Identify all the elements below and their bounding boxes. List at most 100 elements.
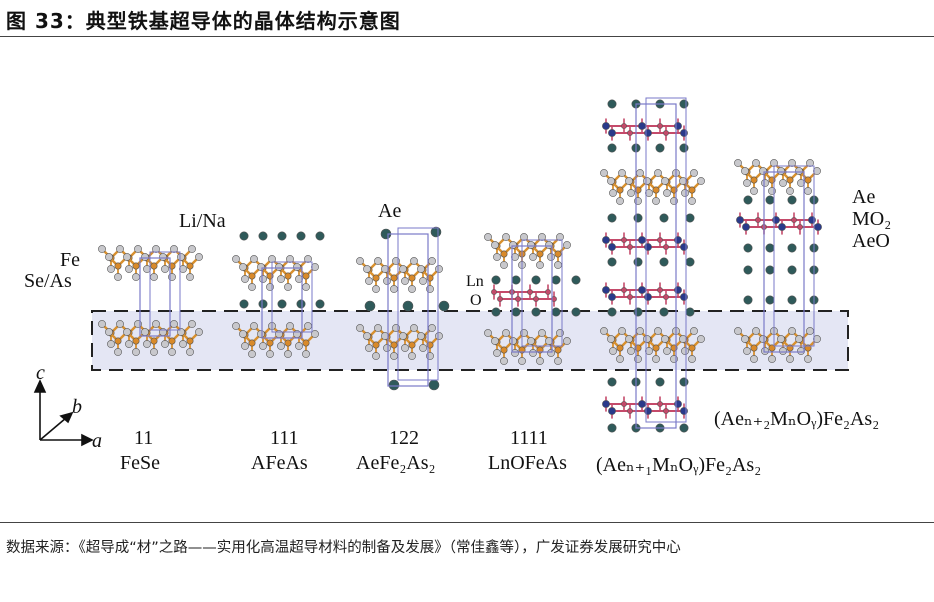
unit-cell-outline — [763, 171, 805, 353]
chalcogen-atom — [295, 342, 303, 350]
chalcogen-atom — [248, 350, 256, 358]
chalcogen-atom — [259, 342, 267, 350]
chalcogen-atom — [509, 241, 517, 249]
chalcogen-atom — [311, 330, 319, 338]
chalcogen-atom — [408, 285, 416, 293]
chalcogen-atom — [365, 344, 373, 352]
chalcogen-atom — [143, 265, 151, 273]
chalcogen-atom — [502, 329, 510, 337]
alkali-atom — [679, 143, 689, 153]
chalcogen-atom — [150, 273, 158, 281]
oxygen-atom — [755, 217, 761, 223]
chalcogen-atom — [250, 322, 258, 330]
oxygen-atom — [657, 123, 663, 129]
chalcogen-atom — [688, 355, 696, 363]
oxygen-atom — [663, 130, 669, 136]
source-note: 数据来源：《超导成“材”之路——实用化高温超导材料的制备及发展》（常佳鑫等），广… — [6, 540, 681, 556]
chalcogen-atom — [107, 265, 115, 273]
chalcogen-atom — [161, 265, 169, 273]
chalcogen-atom — [105, 328, 113, 336]
chalcogen-atom — [188, 245, 196, 253]
chalcogen-atom — [636, 169, 644, 177]
alkali-atom — [787, 243, 797, 253]
chalcogen-atom — [98, 320, 106, 328]
fe-atom — [284, 272, 292, 280]
alkali-atom — [364, 300, 376, 312]
m-atom — [644, 243, 652, 251]
m-atom — [602, 400, 610, 408]
fe-atom — [500, 250, 508, 258]
chalcogen-atom — [734, 159, 742, 167]
oxygen-atom — [621, 287, 627, 293]
chalcogen-atom — [401, 277, 409, 285]
fe-atom — [804, 176, 812, 184]
alkali-atom — [679, 99, 689, 109]
chalcogen-atom — [123, 253, 131, 261]
chalcogen-atom — [141, 253, 149, 261]
m-atom — [608, 243, 616, 251]
chalcogen-atom — [304, 322, 312, 330]
oxygen-atom — [545, 289, 551, 295]
alkali-atom — [607, 143, 617, 153]
chalcogen-atom — [484, 329, 492, 337]
oxygen-atom — [657, 287, 663, 293]
oxygen-atom — [627, 130, 633, 136]
chalcogen-atom — [511, 253, 519, 261]
oxygen-atom — [627, 244, 633, 250]
label-o: O — [470, 292, 482, 309]
chalcogen-atom — [616, 197, 624, 205]
alkali-atom — [765, 265, 775, 275]
chalcogen-atom — [661, 177, 669, 185]
oxygen-atom — [491, 289, 497, 295]
chalcogen-atom — [383, 277, 391, 285]
chalcogen-atom — [618, 169, 626, 177]
chalcogen-atom — [563, 337, 571, 345]
chalcogen-atom — [741, 167, 749, 175]
chalcogen-atom — [275, 263, 283, 271]
m-atom — [680, 129, 688, 137]
chalcogen-atom — [277, 342, 285, 350]
chalcogen-atom — [493, 253, 501, 261]
chalcogen-atom — [600, 169, 608, 177]
alkali-atom — [743, 295, 753, 305]
chalcogen-atom — [690, 327, 698, 335]
fe-atom — [114, 262, 122, 270]
label-right-aeo: AeO — [852, 230, 890, 252]
fe-atom — [408, 341, 416, 349]
chalcogen-atom — [419, 277, 427, 285]
chalcogen-atom — [545, 337, 553, 345]
chalcogen-atom — [417, 332, 425, 340]
alkali-atom — [743, 243, 753, 253]
chalcogen-atom — [752, 327, 760, 335]
chalcogen-atom — [239, 330, 247, 338]
fe-atom — [132, 337, 140, 345]
chalcogen-atom — [363, 265, 371, 273]
chalcogen-atom — [616, 355, 624, 363]
chalcogen-atom — [547, 253, 555, 261]
fe-atom — [408, 274, 416, 282]
m-atom — [680, 293, 688, 301]
chalcogen-atom — [554, 261, 562, 269]
chalcogen-atom — [428, 324, 436, 332]
alkali-atom — [531, 307, 541, 317]
chalcogen-atom — [188, 320, 196, 328]
chalcogen-atom — [195, 328, 203, 336]
chalcogen-atom — [527, 337, 535, 345]
chalcogen-atom — [125, 265, 133, 273]
chalcogen-atom — [123, 328, 131, 336]
chalcogen-atom — [295, 275, 303, 283]
fe-atom — [150, 337, 158, 345]
alkali-atom — [685, 213, 695, 223]
structure-code-1111: 1111 — [510, 427, 548, 449]
chalcogen-atom — [643, 335, 651, 343]
chalcogen-atom — [381, 332, 389, 340]
structure-formula-1111: LnOFeAs — [488, 452, 567, 474]
chalcogen-atom — [681, 189, 689, 197]
alkali-atom — [685, 257, 695, 267]
oxygen-atom — [663, 244, 669, 250]
chalcogen-atom — [813, 167, 821, 175]
chalcogen-atom — [159, 328, 167, 336]
m-atom — [608, 129, 616, 137]
chalcogen-atom — [795, 335, 803, 343]
oxygen-atom — [621, 123, 627, 129]
